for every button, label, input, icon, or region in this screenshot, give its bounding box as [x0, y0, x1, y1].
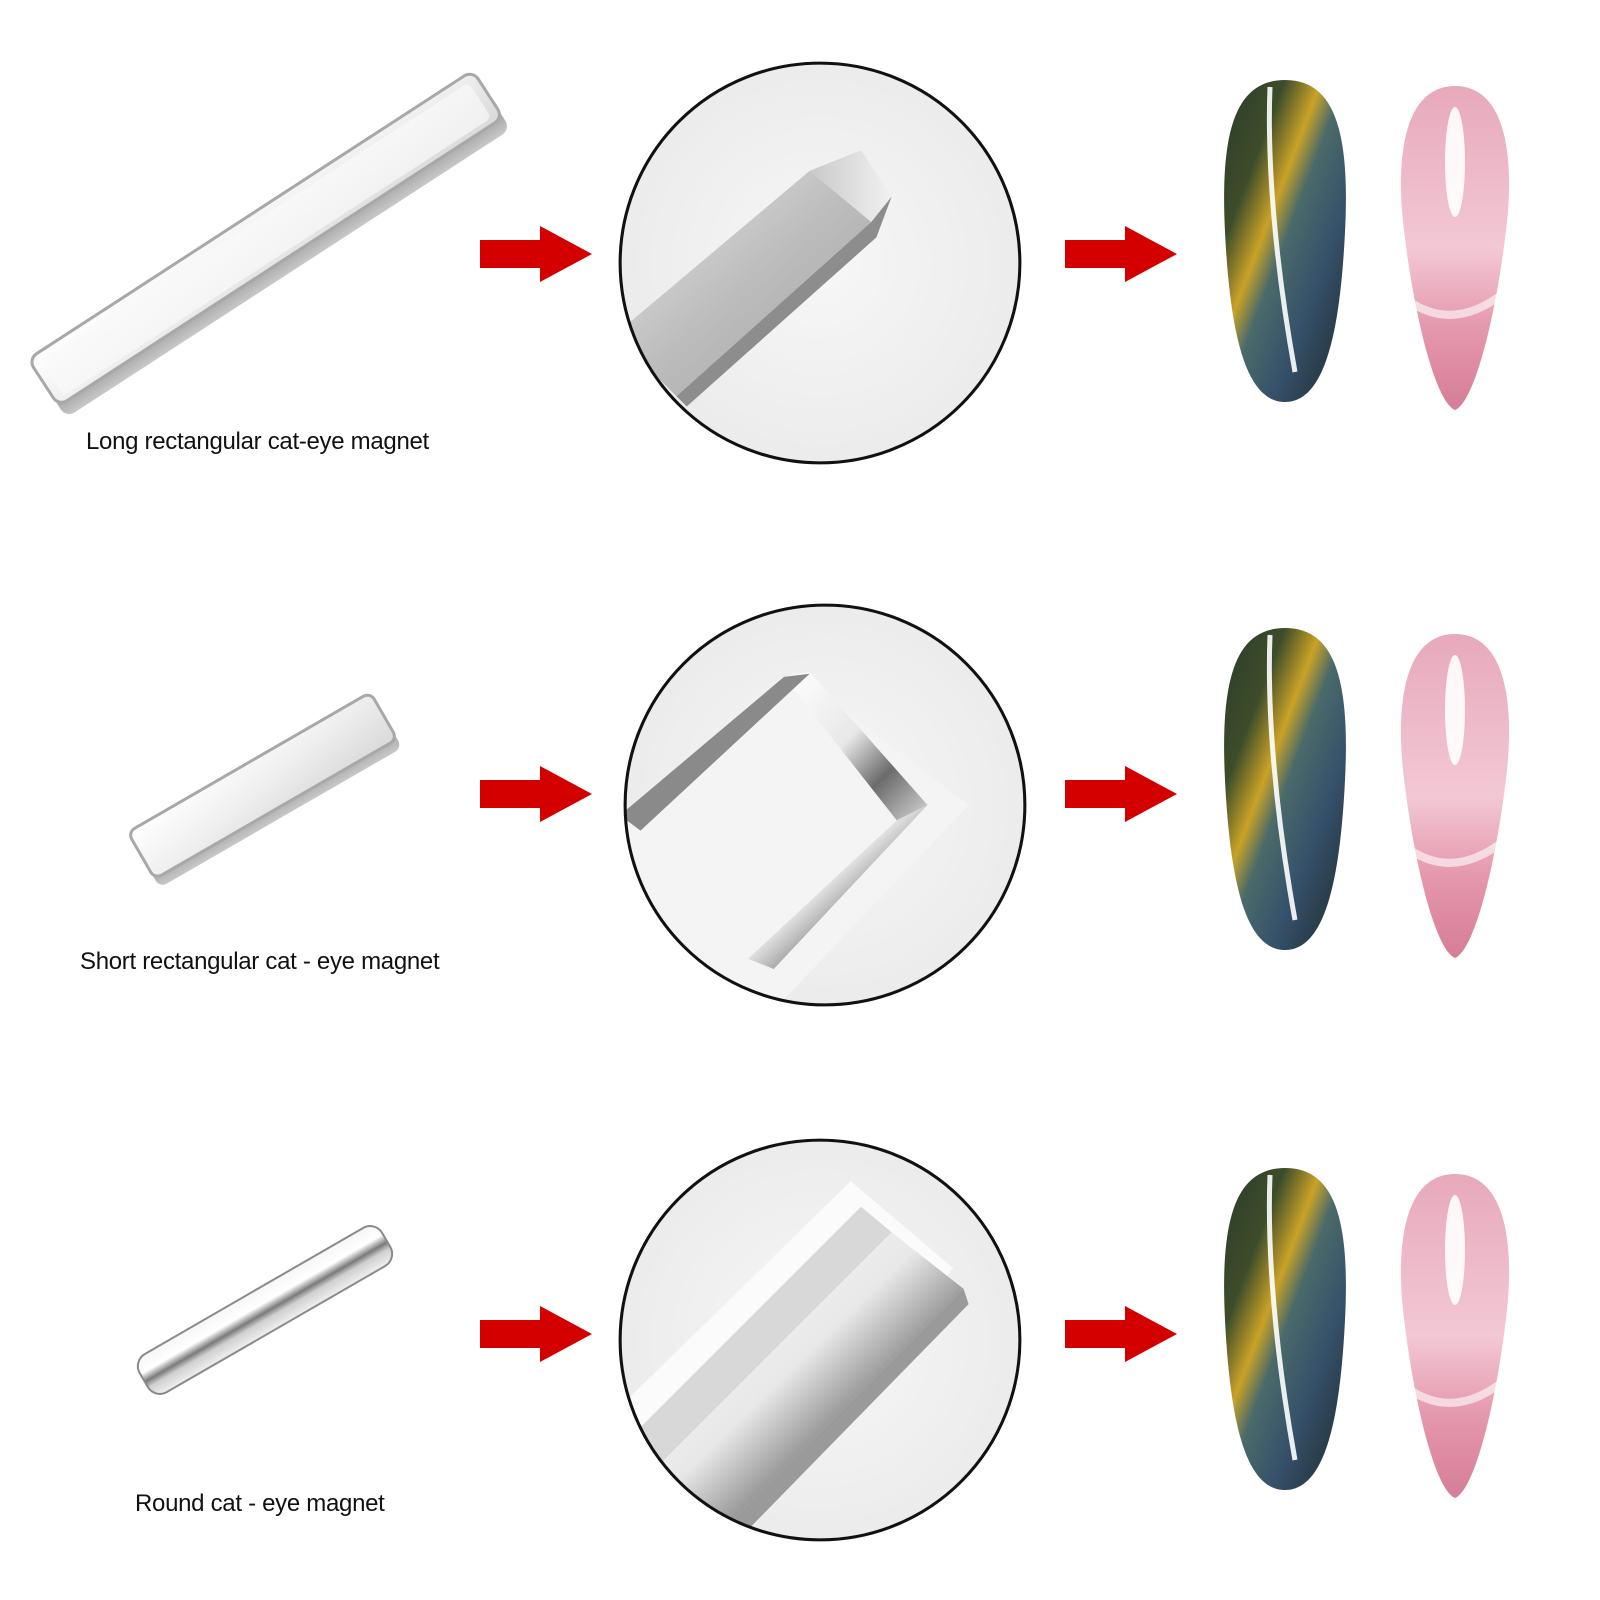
magnet-zoom-circle — [618, 61, 1022, 465]
cat-eye-nails-result — [1224, 80, 1510, 410]
magnet-caption: Long rectangular cat-eye magnet — [86, 428, 429, 455]
comparison-row-round: Round cat - eye magnet — [0, 1080, 1600, 1600]
comparison-row-short: Short rectangular cat - eye magnet — [0, 540, 1600, 1060]
cat-eye-nails-result — [1224, 1168, 1510, 1498]
comparison-row-long: Long rectangular cat-eye magnet — [0, 0, 1600, 520]
pink-cat-eye-nail-icon — [1400, 1174, 1510, 1498]
right-arrow-icon — [1065, 766, 1177, 822]
round-magnet-icon — [136, 1225, 394, 1395]
right-arrow-icon — [480, 766, 592, 822]
short-rectangular-magnet-icon — [129, 693, 400, 885]
magnet-zoom-circle — [623, 603, 1027, 1007]
long-rectangular-magnet-icon — [30, 72, 507, 415]
magnet-caption: Short rectangular cat - eye magnet — [80, 948, 440, 975]
right-arrow-icon — [480, 226, 592, 282]
right-arrow-icon — [1065, 226, 1177, 282]
cat-eye-nails-result — [1224, 628, 1510, 958]
right-arrow-icon — [480, 1306, 592, 1362]
right-arrow-icon — [1065, 1306, 1177, 1362]
dark-cat-eye-nail-icon — [1224, 1168, 1346, 1490]
dark-cat-eye-nail-icon — [1224, 80, 1346, 402]
pink-cat-eye-nail-icon — [1400, 86, 1510, 410]
magnet-zoom-circle — [618, 1138, 1022, 1542]
dark-cat-eye-nail-icon — [1224, 628, 1346, 950]
pink-cat-eye-nail-icon — [1400, 634, 1510, 958]
magnet-caption: Round cat - eye magnet — [135, 1490, 385, 1517]
